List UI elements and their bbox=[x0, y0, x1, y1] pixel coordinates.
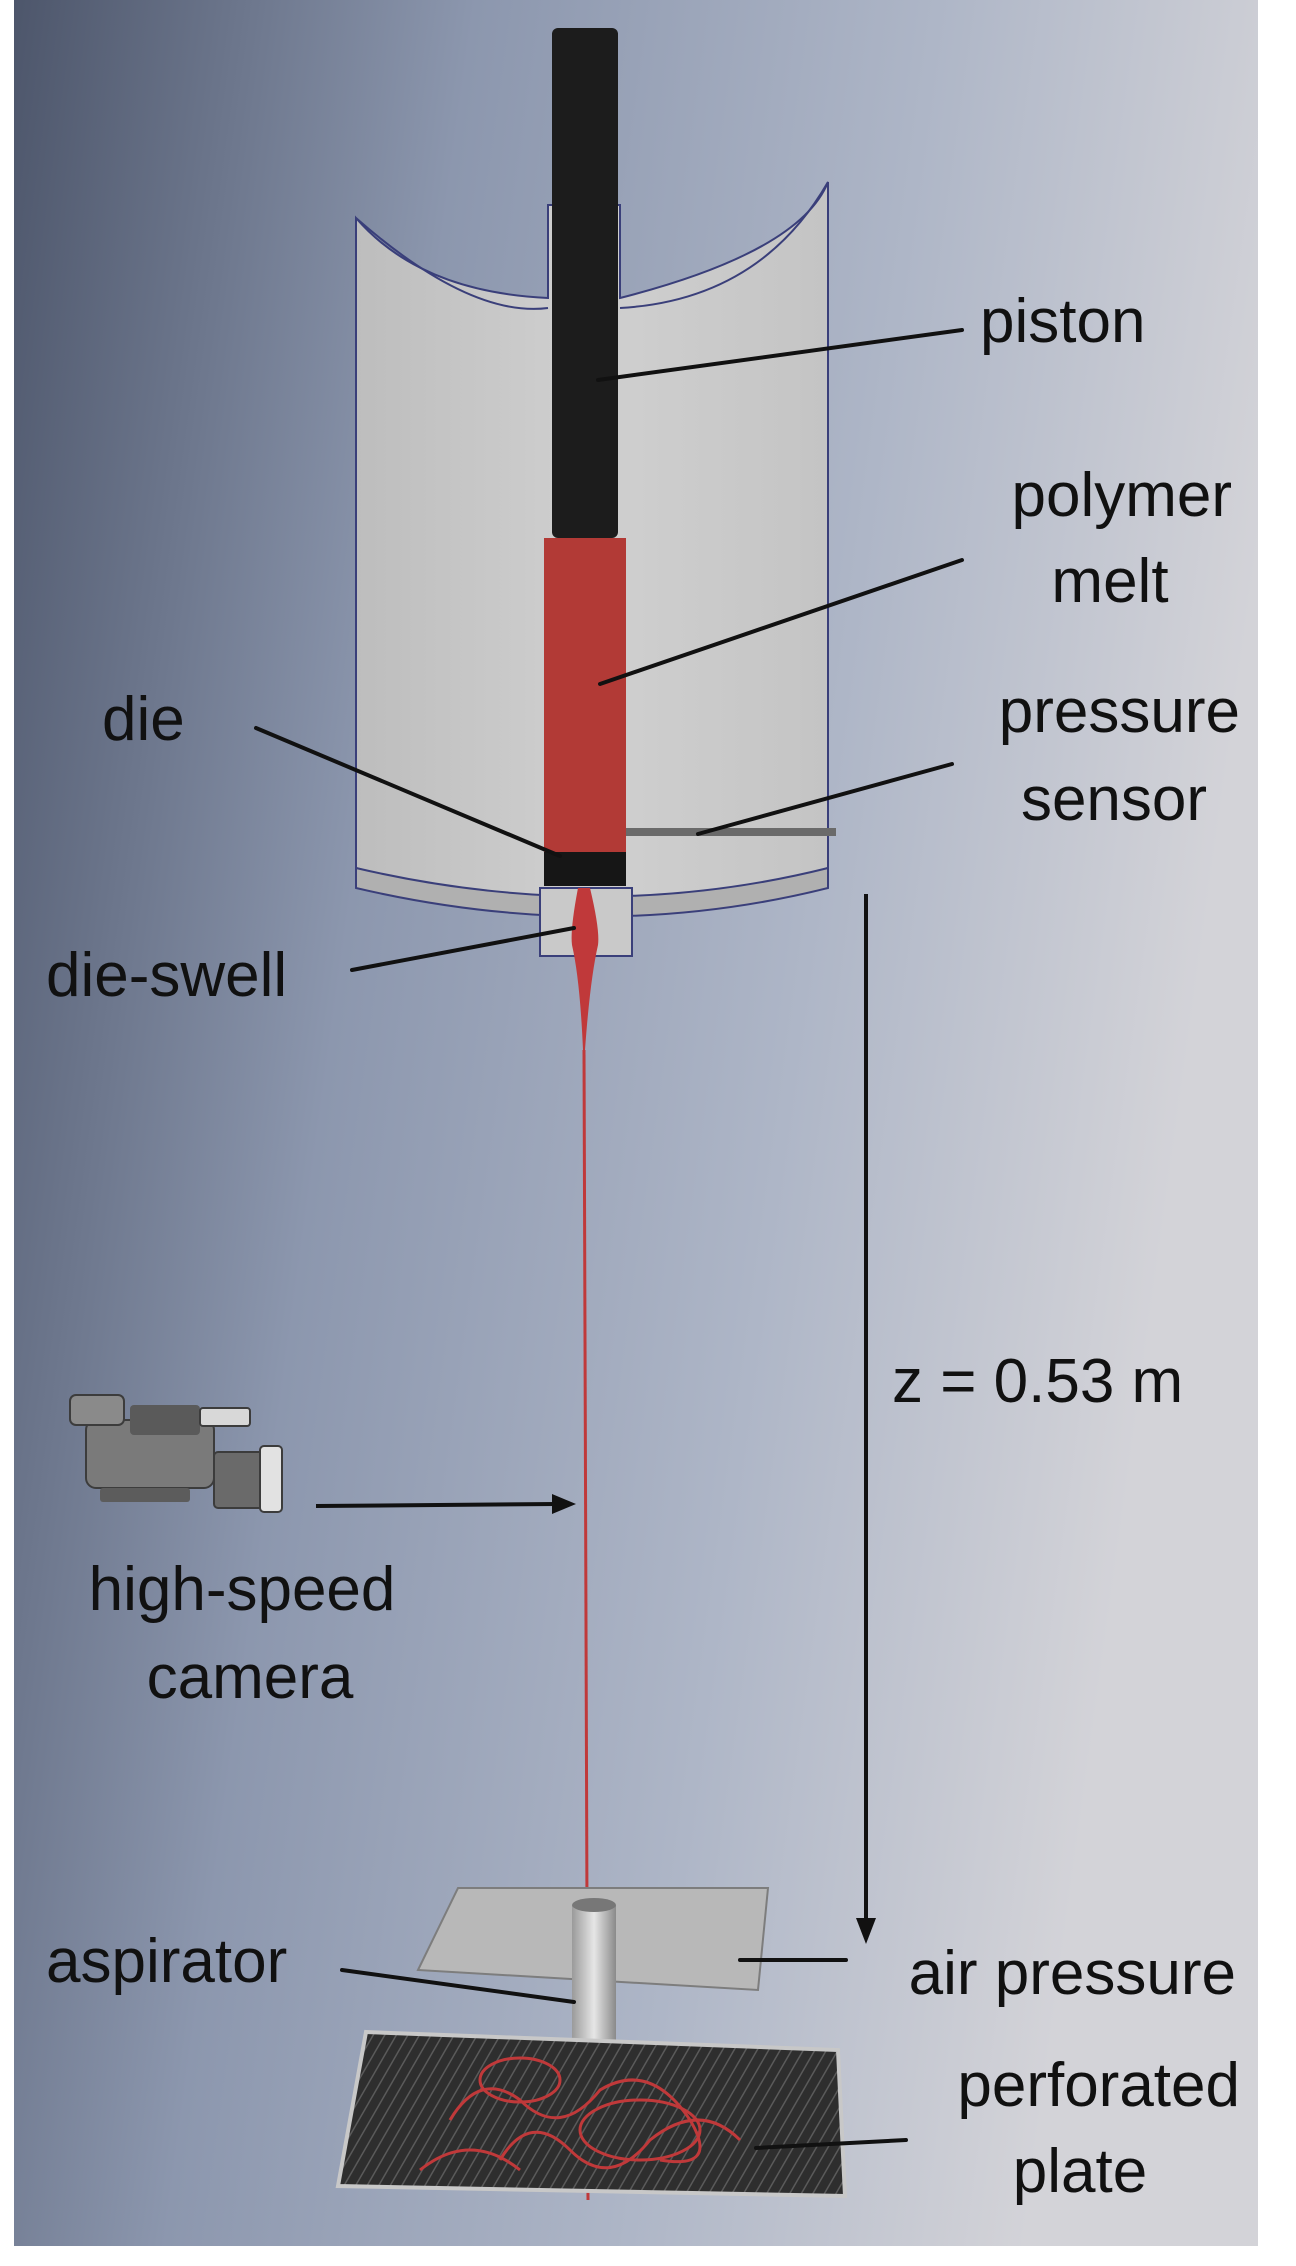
camera-arrow bbox=[315, 1494, 576, 1514]
aspirator-opening bbox=[572, 1898, 616, 1912]
label-piston: piston bbox=[980, 287, 1145, 356]
label-camera-line2: camera bbox=[147, 1643, 354, 1712]
perforated-plate-leader bbox=[754, 2138, 908, 2150]
label-polymer-melt-line2: melt bbox=[1051, 547, 1168, 616]
label-pressure-sensor-line2: sensor bbox=[1021, 765, 1207, 834]
die-leader bbox=[254, 726, 562, 858]
label-die: die bbox=[102, 685, 185, 754]
die bbox=[544, 852, 626, 886]
piston bbox=[552, 28, 618, 538]
video-camera-icon bbox=[69, 1394, 283, 1513]
die-swell-shape bbox=[571, 888, 599, 1050]
die-swell-leader bbox=[350, 926, 576, 972]
collected-filament bbox=[419, 2056, 742, 2172]
polymer-melt bbox=[544, 538, 626, 856]
piston-leader bbox=[596, 328, 964, 382]
label-polymer-melt-line1: polymer bbox=[1011, 461, 1232, 530]
label-aspirator: aspirator bbox=[46, 1927, 287, 1996]
polymer-melt-leader bbox=[598, 558, 964, 686]
aspirator-leader bbox=[340, 1968, 576, 2004]
label-perforated-plate-line2: plate bbox=[1013, 2137, 1147, 2206]
label-camera-line1: high-speed bbox=[89, 1555, 396, 1624]
label-air-pressure: air pressure bbox=[909, 1939, 1236, 2008]
pressure-sensor-leader bbox=[696, 762, 954, 836]
label-distance: z = 0.53 m bbox=[892, 1347, 1183, 1416]
pressure-sensor bbox=[620, 828, 836, 836]
label-perforated-plate-line1: perforated bbox=[957, 2051, 1240, 2120]
distance-arrow bbox=[856, 894, 876, 1944]
label-die-swell: die-swell bbox=[46, 941, 287, 1010]
label-pressure-sensor-line1: pressure bbox=[999, 677, 1240, 746]
